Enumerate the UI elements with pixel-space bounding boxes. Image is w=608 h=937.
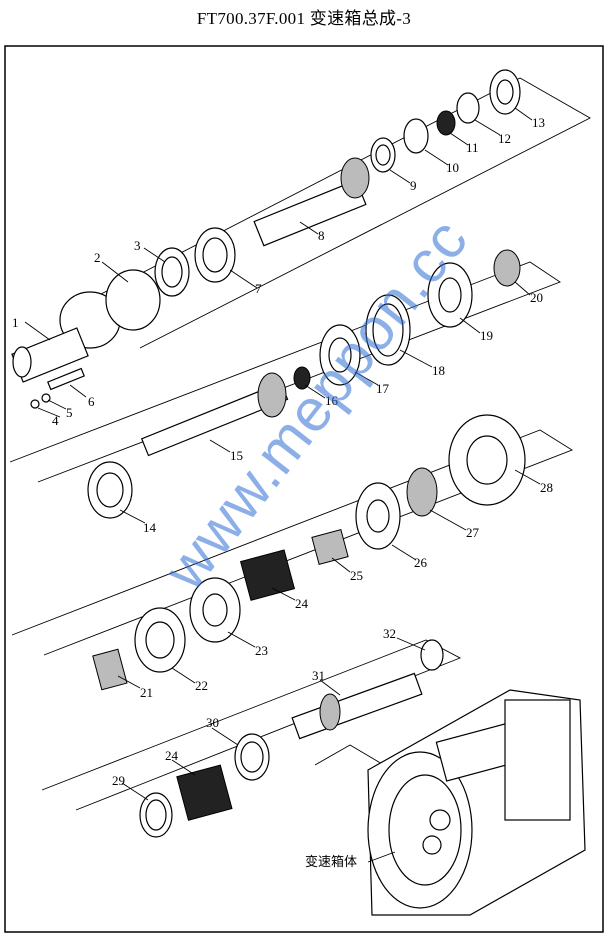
callout-22: 22 xyxy=(195,678,208,693)
seal-part xyxy=(154,247,190,297)
callout-23: 23 xyxy=(255,643,268,658)
callout-17: 17 xyxy=(376,381,390,396)
gear-part-13 xyxy=(489,69,521,115)
callout-24b: 24 xyxy=(165,748,179,763)
callout-27: 27 xyxy=(466,525,480,540)
panel-input-shaft xyxy=(69,77,591,349)
callout-labels: 1 2 3 4 5 6 7 8 9 10 11 12 13 14 15 16 1… xyxy=(12,115,553,870)
callout-8: 8 xyxy=(318,228,325,243)
needle-bearing-part-16 xyxy=(293,366,311,390)
callout-5: 5 xyxy=(66,405,73,420)
needle-bearing-part-11 xyxy=(436,110,456,136)
washer-part-12 xyxy=(456,92,480,124)
callout-1: 1 xyxy=(12,315,19,330)
gear-part-27 xyxy=(406,467,438,517)
callout-31: 31 xyxy=(312,668,325,683)
callout-15: 15 xyxy=(230,448,243,463)
diagram-border xyxy=(4,45,604,933)
callout-18: 18 xyxy=(432,363,445,378)
callout-20: 20 xyxy=(530,290,543,305)
gear-part-23 xyxy=(189,577,241,643)
callout-19: 19 xyxy=(480,328,493,343)
needle-bearing-part-20 xyxy=(493,249,521,287)
callout-28: 28 xyxy=(540,480,553,495)
panel-reverse-shaft xyxy=(41,639,462,811)
bearing-part-9 xyxy=(370,137,396,173)
callout-10: 10 xyxy=(446,160,459,175)
transmission-housing-part xyxy=(367,689,586,916)
gear-part-19 xyxy=(427,262,473,328)
callout-2: 2 xyxy=(94,250,101,265)
callout-16: 16 xyxy=(325,393,339,408)
synchronizer-ring-part-18 xyxy=(365,294,411,366)
washer-part-30 xyxy=(234,733,270,781)
synchronizer-part-17 xyxy=(319,324,361,386)
callout-21: 21 xyxy=(140,685,153,700)
callout-30: 30 xyxy=(206,715,219,730)
housing-label: 变速箱体 xyxy=(305,854,357,870)
needle-bearing-part-24a xyxy=(239,549,296,601)
callout-29: 29 xyxy=(112,773,125,788)
o-ring-part xyxy=(105,269,161,331)
bearing-part-14 xyxy=(87,461,133,519)
bushing-part-21 xyxy=(92,648,128,691)
bushing-part-25 xyxy=(311,528,349,566)
callout-25: 25 xyxy=(350,568,363,583)
diagram-title: FT700.37F.001 变速箱总成-3 xyxy=(196,9,412,28)
bushing-part-29 xyxy=(139,792,173,838)
callout-32: 32 xyxy=(383,626,396,641)
input-shaft-part xyxy=(253,157,370,247)
panel-countershaft xyxy=(11,429,574,656)
callout-9: 9 xyxy=(410,178,417,193)
shaft-part-31 xyxy=(291,672,423,740)
thrust-washer-part-22 xyxy=(134,607,186,673)
callout-7: 7 xyxy=(255,281,262,296)
output-shaft-part xyxy=(140,372,289,457)
callout-24a: 24 xyxy=(295,596,309,611)
gear-part-28 xyxy=(448,414,526,506)
callout-12: 12 xyxy=(498,131,511,146)
callout-3: 3 xyxy=(134,238,141,253)
callout-13: 13 xyxy=(532,115,545,130)
callout-4: 4 xyxy=(52,413,59,428)
flange-cover-part xyxy=(11,291,121,383)
gear-part-26 xyxy=(355,482,401,550)
callout-6: 6 xyxy=(88,394,95,409)
washer-part-10 xyxy=(403,118,429,154)
studs-part xyxy=(30,367,85,409)
needle-bearing-part-24b xyxy=(176,764,233,821)
callout-14: 14 xyxy=(143,520,157,535)
callout-26: 26 xyxy=(414,555,428,570)
snap-ring-part-32 xyxy=(420,639,444,671)
bearing-part-7 xyxy=(194,227,236,283)
leader-lines xyxy=(24,107,541,863)
callout-11: 11 xyxy=(466,140,479,155)
